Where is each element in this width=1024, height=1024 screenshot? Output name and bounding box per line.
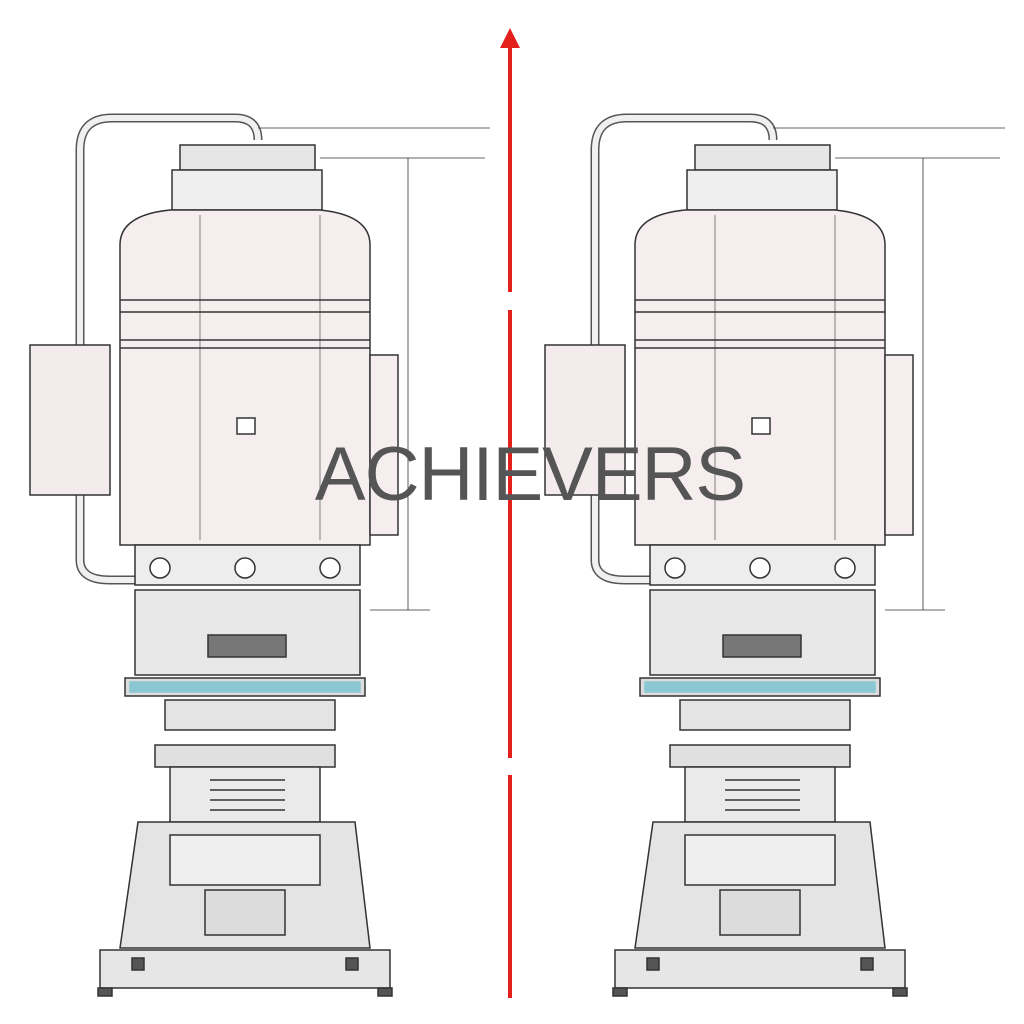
watermark-text: ACHIEVERS xyxy=(314,432,746,517)
arrow-head-icon xyxy=(500,28,520,48)
right-machine-drawing xyxy=(545,118,1005,996)
left-machine-drawing xyxy=(30,118,490,996)
red-divider-arrow xyxy=(500,28,520,998)
